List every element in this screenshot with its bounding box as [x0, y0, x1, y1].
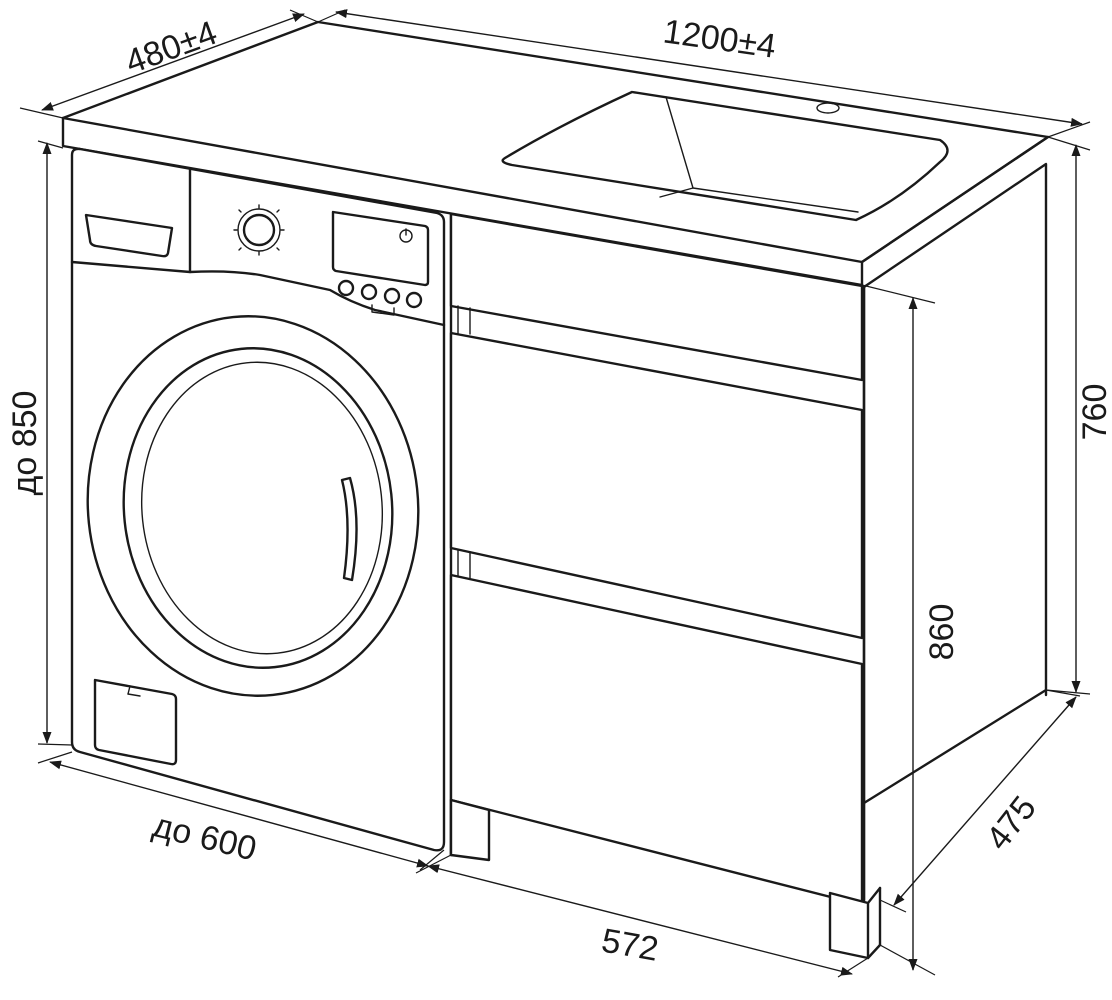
label-cabinet-height: 760	[1076, 384, 1112, 441]
label-cabinet-width: 572	[599, 922, 661, 969]
display-screen	[331, 210, 430, 287]
door-glass	[140, 361, 384, 655]
front-left-leg	[449, 798, 491, 862]
button-4	[405, 291, 423, 309]
detergent-drawer	[84, 213, 174, 258]
label-washer-height: до 850	[6, 391, 44, 496]
button-2	[360, 283, 378, 301]
top-drawer-front	[449, 212, 864, 382]
label-cabinet-depth: 475	[979, 789, 1044, 857]
cabinet	[449, 162, 1048, 960]
middle-drawer-front	[449, 331, 864, 640]
washer-body	[70, 147, 446, 852]
dimension-lines	[19, 9, 1091, 978]
button-1	[337, 279, 355, 297]
washing-machine	[70, 147, 446, 852]
door-outer-ring	[86, 315, 420, 697]
button-3	[383, 287, 401, 305]
program-dial	[242, 213, 276, 247]
door-ring	[122, 347, 394, 669]
label-leg-height: 860	[923, 604, 961, 661]
front-right-leg	[828, 891, 870, 960]
label-width-top: 1200±4	[661, 12, 778, 65]
door-handle	[340, 476, 358, 582]
